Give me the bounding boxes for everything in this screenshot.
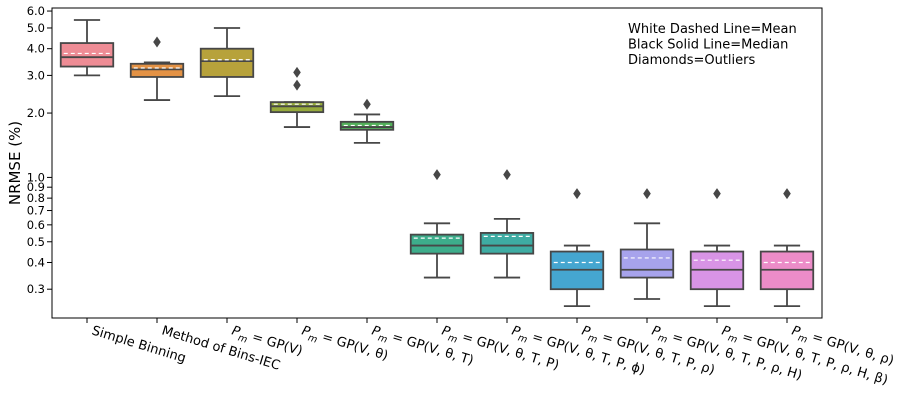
box-group	[549, 188, 605, 308]
label-subscript: m	[516, 332, 528, 345]
box-group	[689, 188, 745, 308]
outlier-marker	[643, 188, 651, 200]
box-group	[199, 27, 255, 98]
label-subscript: m	[376, 332, 388, 345]
y-tick-label: 1.0	[27, 170, 45, 184]
box-group	[409, 169, 465, 279]
box-group	[479, 169, 535, 279]
outlier-marker	[573, 188, 581, 200]
y-tick-label: 0.9	[27, 180, 45, 194]
outlier-marker	[713, 188, 721, 200]
y-tick-label: 0.7	[27, 204, 45, 218]
outlier-marker	[783, 188, 791, 200]
label-subscript: m	[306, 332, 318, 345]
box-iqr	[479, 232, 535, 255]
box-group	[59, 19, 115, 77]
box-iqr	[409, 233, 465, 255]
y-tick-label: 0.8	[27, 191, 45, 205]
box-group	[269, 66, 325, 128]
label-subscript: m	[656, 332, 668, 345]
box-group	[339, 98, 395, 144]
y-tick-label: 0.5	[27, 235, 45, 249]
y-tick-label: 0.4	[27, 255, 45, 269]
outlier-marker	[503, 169, 511, 181]
legend-line: Diamonds=Outliers	[628, 53, 755, 68]
box-iqr	[199, 47, 255, 78]
legend-line: Black Solid Line=Median	[628, 38, 788, 53]
label-subscript: m	[586, 332, 598, 345]
y-tick-label: 0.6	[27, 218, 45, 232]
y-tick-label: 0.3	[27, 282, 45, 296]
y-tick-label: 6.0	[27, 4, 45, 18]
y-tick-label: 2.0	[27, 106, 45, 120]
box-iqr	[619, 248, 675, 279]
box-iqr	[59, 42, 115, 68]
y-axis-ticks: 0.3 0.4 0.5 0.60.70.80.91.0 2.0 3.0 4.0 5.0 6.0	[27, 4, 52, 296]
label-subscript: m	[236, 332, 248, 345]
outlier-marker	[363, 98, 371, 110]
label-subscript: m	[796, 332, 808, 345]
legend-line: White Dashed Line=Mean	[628, 22, 797, 37]
y-axis-title: NRMSE (%)	[6, 121, 24, 205]
y-tick-label: 3.0	[27, 68, 45, 82]
box-group	[129, 36, 185, 101]
label-subscript: m	[726, 332, 738, 345]
box-iqr	[129, 62, 185, 78]
outlier-marker	[293, 66, 301, 78]
outlier-marker	[433, 169, 441, 181]
outlier-marker	[153, 36, 161, 48]
box-group	[619, 188, 675, 300]
label-subscript: m	[446, 332, 458, 345]
outlier-marker	[293, 79, 301, 91]
y-tick-label: 4.0	[27, 42, 45, 56]
y-tick-label: 5.0	[27, 21, 45, 35]
box-group	[759, 188, 815, 308]
box-series	[59, 19, 815, 308]
